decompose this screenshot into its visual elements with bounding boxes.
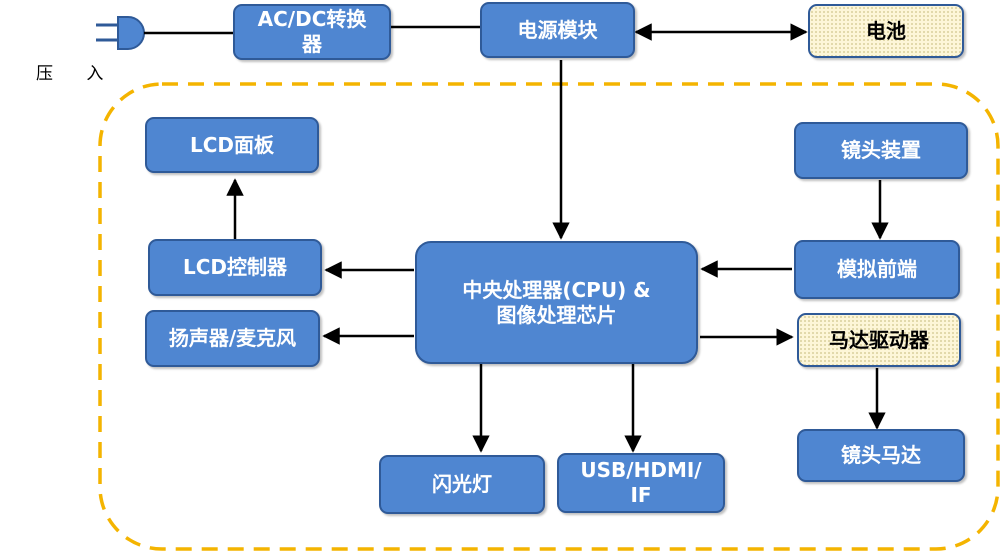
block-power-module-label: 电源模块 [517, 17, 598, 42]
device-boundary [98, 82, 1000, 551]
block-cpu-image-processor-label: 中央处理器(CPU) & 图像处理芯片 [462, 277, 651, 327]
block-battery: 电池 [808, 4, 964, 58]
block-lcd-panel-label: LCD面板 [189, 132, 275, 157]
block-lens-motor: 镜头马达 [797, 429, 965, 482]
block-usb-hdmi-if: USB/HDMI/ IF [557, 453, 725, 513]
block-motor-driver: 马达驱动器 [797, 313, 961, 367]
block-power-module: 电源模块 [480, 2, 635, 58]
block-lcd-controller: LCD控制器 [148, 239, 322, 296]
block-lens-assembly-label: 镜头装置 [841, 138, 921, 162]
block-ac-dc-converter-label: AC/DC转换 器 [257, 7, 367, 56]
block-lcd-panel: LCD面板 [145, 117, 319, 173]
block-lens-motor-label: 镜头马达 [841, 443, 921, 467]
block-lens-assembly: 镜头装置 [794, 122, 968, 179]
block-flash-label: 闪光灯 [432, 472, 492, 496]
block-battery-label: 电池 [866, 18, 906, 43]
block-motor-driver-label: 马达驱动器 [829, 327, 929, 352]
plug-label: 压 入 [36, 64, 118, 84]
block-usb-hdmi-if-label: USB/HDMI/ IF [580, 458, 702, 507]
block-flash: 闪光灯 [379, 455, 545, 514]
block-speaker-microphone: 扬声器/麦克风 [145, 310, 320, 367]
block-ac-dc-converter: AC/DC转换 器 [233, 4, 391, 60]
block-lcd-controller-label: LCD控制器 [182, 255, 288, 279]
block-speaker-microphone-label: 扬声器/麦克风 [168, 326, 297, 350]
block-analog-front-end: 模拟前端 [794, 240, 960, 299]
power-plug-icon [96, 16, 234, 50]
block-cpu-image-processor: 中央处理器(CPU) & 图像处理芯片 [415, 241, 698, 364]
block-analog-front-end-label: 模拟前端 [837, 257, 917, 281]
